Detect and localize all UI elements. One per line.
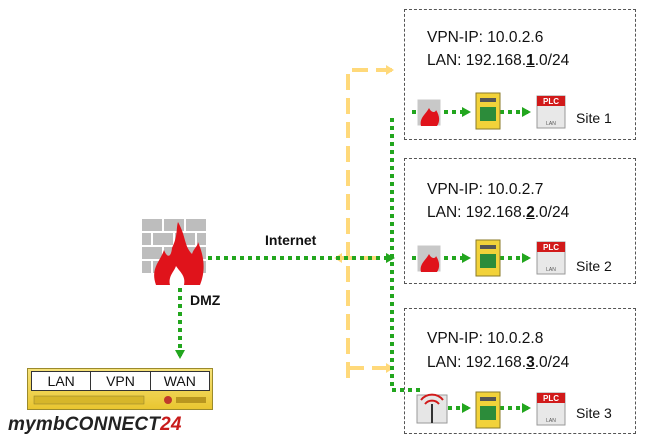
site-1-vpn-ip: VPN-IP: 10.0.2.6 xyxy=(427,29,544,46)
site-1-firewall-icon xyxy=(416,98,442,127)
brand-main: CONNECT xyxy=(64,414,161,435)
mymbconnect24-logo: mymbCONNECT24 xyxy=(8,414,182,436)
svg-text:PLC: PLC xyxy=(543,243,559,252)
dmz-firewall-icon xyxy=(140,217,208,285)
svg-text:LAN: LAN xyxy=(546,267,556,273)
site-1-label: Site 1 xyxy=(576,110,612,126)
site-1-plc-icon: PLC LAN xyxy=(536,95,566,129)
site-2-lan-suffix: .0/24 xyxy=(534,204,570,221)
server-port-lan: LAN xyxy=(31,371,92,391)
server-port-row: LAN VPN WAN xyxy=(31,371,210,391)
site-2-lan-prefix: LAN: 192.168. xyxy=(427,204,527,221)
site-1-lan: LAN: 192.168.1.0/24 xyxy=(427,51,569,70)
server-front-panel xyxy=(33,395,206,405)
server-port-wan: WAN xyxy=(149,371,210,391)
svg-text:PLC: PLC xyxy=(543,97,559,106)
site-2-label: Site 2 xyxy=(576,258,612,274)
brand-suffix: 24 xyxy=(160,414,182,435)
site-3-plc-icon: PLC LAN xyxy=(536,392,566,426)
internet-label: Internet xyxy=(265,232,317,248)
site-1-lan-suffix: .0/24 xyxy=(534,52,570,69)
site-1-lan-prefix: LAN: 192.168. xyxy=(427,52,527,69)
site-2-plc-icon: PLC LAN xyxy=(536,241,566,275)
site-3-box xyxy=(404,308,636,434)
vpn-tunnel-lines xyxy=(334,65,394,378)
server-port-vpn: VPN xyxy=(90,371,151,391)
svg-text:LAN: LAN xyxy=(546,418,556,424)
site-2-firewall-icon xyxy=(416,244,442,273)
site-1-box xyxy=(404,9,636,140)
site-1-lan-octet: 1 xyxy=(526,52,535,69)
site-3-lan-octet: 3 xyxy=(526,354,535,371)
site-2-vpn-ip: VPN-IP: 10.0.2.7 xyxy=(427,181,544,198)
site-3-vpn-ip: VPN-IP: 10.0.2.8 xyxy=(427,330,544,347)
site-2-lan-octet: 2 xyxy=(526,204,535,221)
site-2-lan: LAN: 192.168.2.0/24 xyxy=(427,203,569,222)
site-3-router-icon xyxy=(475,391,501,429)
site-1-router-icon xyxy=(475,92,501,130)
svg-text:LAN: LAN xyxy=(546,121,556,127)
svg-text:PLC: PLC xyxy=(543,394,559,403)
site-3-lan: LAN: 192.168.3.0/24 xyxy=(427,353,569,372)
site-3-lan-prefix: LAN: 192.168. xyxy=(427,354,527,371)
site-3-label: Site 3 xyxy=(576,405,612,421)
site-3-antenna-icon xyxy=(416,393,448,424)
mymbconnect24-server: LAN VPN WAN xyxy=(27,368,213,410)
site-2-router-icon xyxy=(475,239,501,277)
site-3-lan-suffix: .0/24 xyxy=(534,354,570,371)
dmz-label: DMZ xyxy=(190,292,221,308)
site-2-box xyxy=(404,158,636,284)
brand-prefix: mymb xyxy=(8,414,65,435)
